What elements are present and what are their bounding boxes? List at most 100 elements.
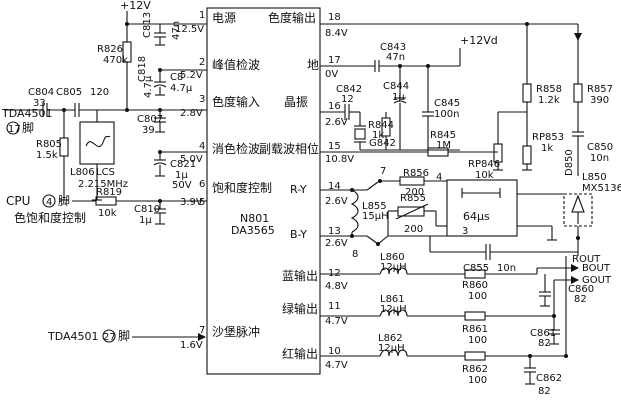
c855-val: 10n bbox=[497, 263, 516, 274]
r805-ref: R805 bbox=[36, 139, 62, 150]
pin-num-11: 11 bbox=[328, 301, 341, 312]
c821-ref: C821 bbox=[170, 159, 196, 170]
r845-ref: R845 bbox=[430, 130, 456, 141]
pin-name-13: B-Y bbox=[290, 228, 307, 241]
l861-val: 12μH bbox=[380, 304, 407, 315]
r862 bbox=[464, 351, 486, 361]
c807-ref: C807 bbox=[137, 114, 163, 125]
r845-val: 1M bbox=[436, 140, 451, 151]
l862-ref: L862 bbox=[378, 333, 403, 344]
lcs-val: 2.215MHz bbox=[78, 179, 128, 190]
rp853 bbox=[522, 145, 532, 165]
r862-val: 100 bbox=[468, 375, 487, 386]
r819-val: 10k bbox=[98, 208, 117, 219]
pin-volt-5: 3.9V bbox=[180, 197, 203, 208]
pin-num-16: 16 bbox=[328, 101, 341, 112]
delay-pin4: 4 bbox=[436, 172, 442, 183]
pin-name-18: 色度输出 bbox=[268, 10, 316, 25]
pin-volt-18: 8.4V bbox=[325, 28, 348, 39]
pin-name-7: 沙堡脉冲 bbox=[212, 324, 260, 339]
c844-val: 1μ bbox=[392, 92, 405, 103]
pin-name-1: 电源 bbox=[212, 11, 236, 25]
r844-val: 1k bbox=[372, 130, 384, 141]
c844-ref: C844 bbox=[383, 81, 409, 92]
supply-12vd: +12Vd bbox=[460, 34, 498, 47]
pin-volt-13: 2.6V bbox=[325, 238, 348, 249]
c860-val: 82 bbox=[574, 294, 587, 305]
lcs-ref: LCS bbox=[96, 167, 115, 178]
pin-num-18: 18 bbox=[328, 12, 341, 23]
ic-part: DA3565 bbox=[231, 224, 275, 237]
right-wiring: C843 47n +12Vd C844 1μ C845 100n C842 12… bbox=[320, 22, 621, 397]
c8-val: 4.7μ bbox=[170, 83, 193, 94]
pin-num-4: 4 bbox=[199, 141, 205, 152]
l862-val: 12μH bbox=[378, 343, 405, 354]
c813-val: 47n bbox=[171, 21, 182, 40]
r844-ref: R844 bbox=[368, 120, 394, 131]
pin-volt-7: 1.6V bbox=[180, 340, 203, 351]
c818-ref: C818 bbox=[137, 56, 148, 82]
rout-label: ROUT bbox=[572, 254, 601, 265]
c862-ref: C862 bbox=[536, 373, 562, 384]
pin-volt-14: 2.6V bbox=[325, 196, 348, 207]
pin-volt-15: 10.8V bbox=[325, 154, 354, 165]
d850-ref: D850 bbox=[564, 149, 575, 176]
c818-val: 4.7μ bbox=[143, 75, 154, 98]
cpu-suffix: 脚 bbox=[58, 193, 70, 208]
supply-12v: +12V bbox=[120, 0, 151, 12]
c804-ref: C804 bbox=[28, 87, 54, 98]
pin-volt-16: 2.6V bbox=[325, 117, 348, 128]
rp853-ref: RP853 bbox=[532, 132, 564, 143]
r855-ref: R855 bbox=[400, 193, 426, 204]
c805-ref: C805 bbox=[56, 87, 82, 98]
c843-ref: C843 bbox=[380, 42, 406, 53]
l850-val: MX5136 bbox=[582, 183, 621, 194]
c850-ref: C850 bbox=[587, 142, 613, 153]
c845-ref: C845 bbox=[434, 98, 460, 109]
r862-ref: R862 bbox=[462, 364, 488, 375]
r858 bbox=[522, 83, 532, 103]
c821-volt: 50V bbox=[172, 180, 192, 191]
c862-val: 82 bbox=[538, 386, 551, 397]
c860-ref: C860 bbox=[568, 284, 594, 295]
pin-name-15: 副载波相位 bbox=[259, 141, 319, 156]
r819-ref: R819 bbox=[96, 187, 122, 198]
pin-name-3: 色度输入 bbox=[212, 94, 260, 109]
c845-val: 100n bbox=[434, 109, 459, 120]
c807-val: 39 bbox=[142, 125, 155, 136]
r861 bbox=[464, 311, 486, 321]
pin-num-7: 7 bbox=[199, 325, 205, 336]
c855-ref: C855 bbox=[463, 263, 489, 274]
l855-ref: L855 bbox=[362, 201, 387, 212]
r805-val: 1.5k bbox=[36, 150, 58, 161]
pin-num-5: 5 bbox=[199, 197, 205, 208]
c8-ref: C8 bbox=[170, 72, 183, 83]
r858-val: 1.2k bbox=[538, 95, 560, 106]
left-wiring: +12V R826 470k C813 47n C818 C8 4.7μ 4.7… bbox=[1, 0, 207, 343]
pin-volt-2: 5.2V bbox=[180, 70, 203, 81]
pin-name-10: 红输出 bbox=[282, 346, 318, 361]
pin-volt-4: 5.0V bbox=[180, 154, 203, 165]
node-8: 8 bbox=[352, 249, 358, 260]
pin-volt-1: 12.5V bbox=[175, 24, 204, 35]
r860-val: 100 bbox=[468, 291, 487, 302]
cpu-desc: 色饱和度控制 bbox=[14, 210, 86, 225]
r856-ref: R856 bbox=[403, 168, 429, 179]
c842-ref: C842 bbox=[336, 84, 362, 95]
pin-volt-17: 0V bbox=[325, 69, 338, 80]
cpu-pin: 4 bbox=[46, 197, 52, 208]
c805-val: 120 bbox=[90, 87, 109, 98]
tda-top-pin: 17 bbox=[8, 124, 21, 135]
tda-bottom-pin: 27 bbox=[103, 332, 116, 343]
r858-ref: R858 bbox=[536, 84, 562, 95]
pin-volt-3: 2.8V bbox=[180, 108, 203, 119]
g842-ref: G842 bbox=[369, 138, 396, 149]
l860-val: 12μH bbox=[380, 262, 407, 273]
r861-val: 100 bbox=[468, 335, 487, 346]
c861-val: 82 bbox=[538, 338, 551, 349]
pin-volt-12: 4.8V bbox=[325, 281, 348, 292]
c810-ref: C810 bbox=[134, 204, 160, 215]
delay-line-box bbox=[446, 179, 518, 237]
pin-volt-10: 4.7V bbox=[325, 360, 348, 371]
pin-num-15: 15 bbox=[328, 141, 341, 152]
